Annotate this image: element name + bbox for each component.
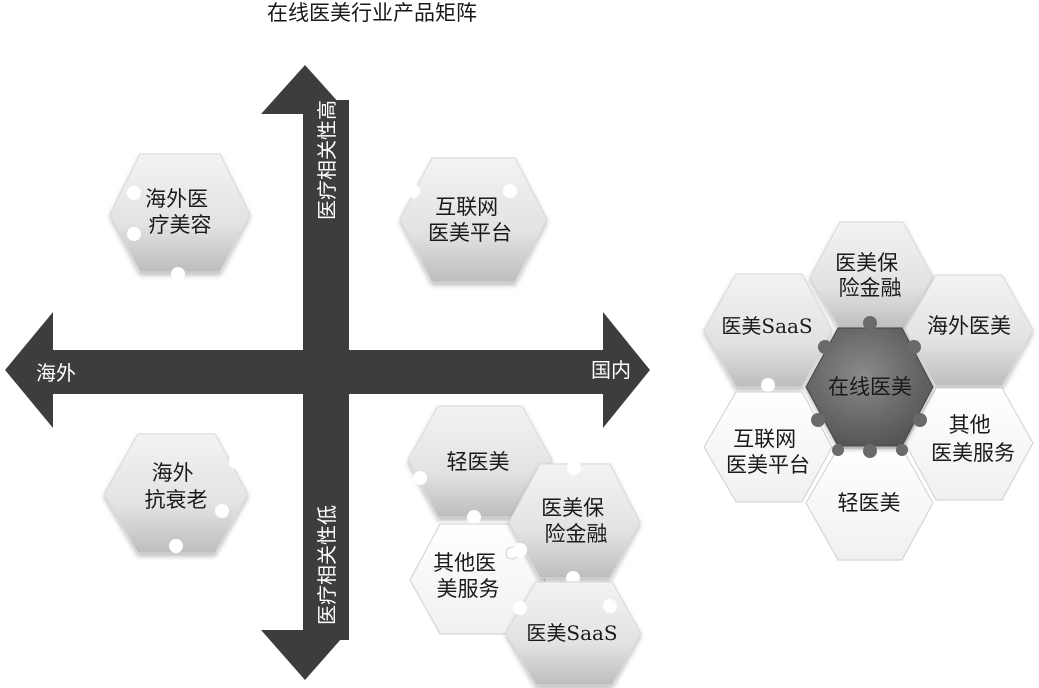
cluster-hex-insurance-finance: 医美保 险金融 [809,221,934,331]
hex-light-medical-beauty: 轻医美 [407,405,553,524]
svg-text:海外医美: 海外医美 [927,314,1011,338]
svg-text:医疗相关性高: 医疗相关性高 [315,100,339,220]
cluster-hex-light-beauty: 轻医美 [805,447,934,561]
svg-text:医美SaaS: 医美SaaS [526,621,617,645]
axis-label-right: 国内 [591,358,631,382]
svg-text:医疗相关性低: 医疗相关性低 [315,505,339,625]
svg-text:互联网 医美平台: 互联网 医美平台 [428,195,512,245]
diagram-title: 在线医美行业产品矩阵 [267,1,477,25]
svg-text:轻医美: 轻医美 [838,491,901,515]
hex-overseas-medical-beauty: 海外医 疗美容 [109,153,251,281]
cluster-hex-saas: 医美SaaS [703,273,833,392]
hex-other-services: 其他医 美服务 [409,523,546,635]
hex-internet-platform: 互联网 医美平台 [399,157,548,283]
svg-text:其他 医美服务: 其他 医美服务 [931,413,1015,465]
svg-text:在线医美: 在线医美 [828,375,912,399]
vertical-shaft [303,100,349,640]
hex-saas: 医美SaaS [505,581,642,686]
bottom-right-group: 轻医美 其他医 美服务 医美保 险金融 医美Saa [407,405,642,686]
svg-text:海外医 疗美容: 海外医 疗美容 [145,187,215,237]
svg-text:海外 抗衰老: 海外 抗衰老 [145,461,208,512]
svg-text:医美保 险金融: 医美保 险金融 [835,251,905,300]
axis-label-bottom: 医疗相关性低 [315,505,339,625]
axis-label-left: 海外 [36,361,76,385]
puzzle-knobs [811,316,927,458]
online-medical-beauty-cluster: 医美保 险金融 医美SaaS 海外医美 互联网 医美平台 [703,221,1034,561]
axis-label-top: 医疗相关性高 [315,100,339,220]
hex-overseas-anti-aging: 海外 抗衰老 [103,433,249,554]
cluster-hex-center: 在线医美 [805,316,934,458]
svg-text:医美保 险金融: 医美保 险金融 [541,496,611,546]
svg-text:互联网 医美平台: 互联网 医美平台 [726,427,810,477]
cluster-hex-other-services: 其他 医美服务 [904,387,1034,501]
svg-text:轻医美: 轻医美 [447,450,510,474]
svg-text:其他医 美服务: 其他医 美服务 [433,551,503,601]
cluster-hex-overseas: 海外医美 [904,274,1034,387]
cluster-hex-internet-platform: 互联网 医美平台 [703,391,833,503]
hex-insurance-finance: 医美保 险金融 [508,461,641,585]
svg-text:医美SaaS: 医美SaaS [721,314,812,338]
